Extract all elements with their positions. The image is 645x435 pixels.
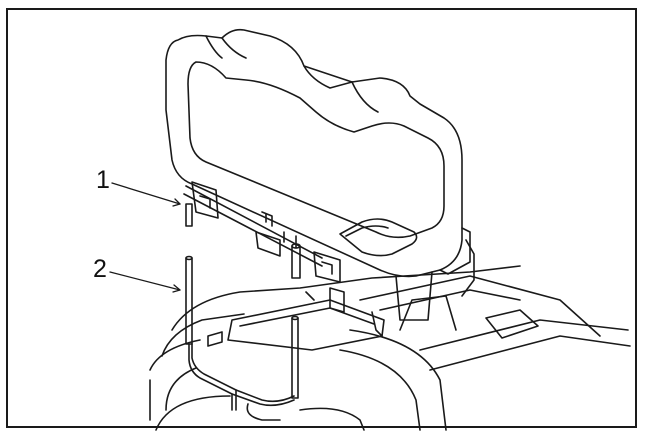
seat-frame-tubing xyxy=(188,343,295,421)
hinge-brackets xyxy=(183,181,341,283)
callout-label-2: 2 xyxy=(93,255,107,283)
cart-body xyxy=(149,239,631,431)
seat-post-pins xyxy=(185,203,301,399)
callout-leaders xyxy=(109,182,181,293)
figure-frame xyxy=(6,8,637,428)
seat-back-cushion xyxy=(165,28,471,278)
callout-label-1: 1 xyxy=(96,166,110,194)
